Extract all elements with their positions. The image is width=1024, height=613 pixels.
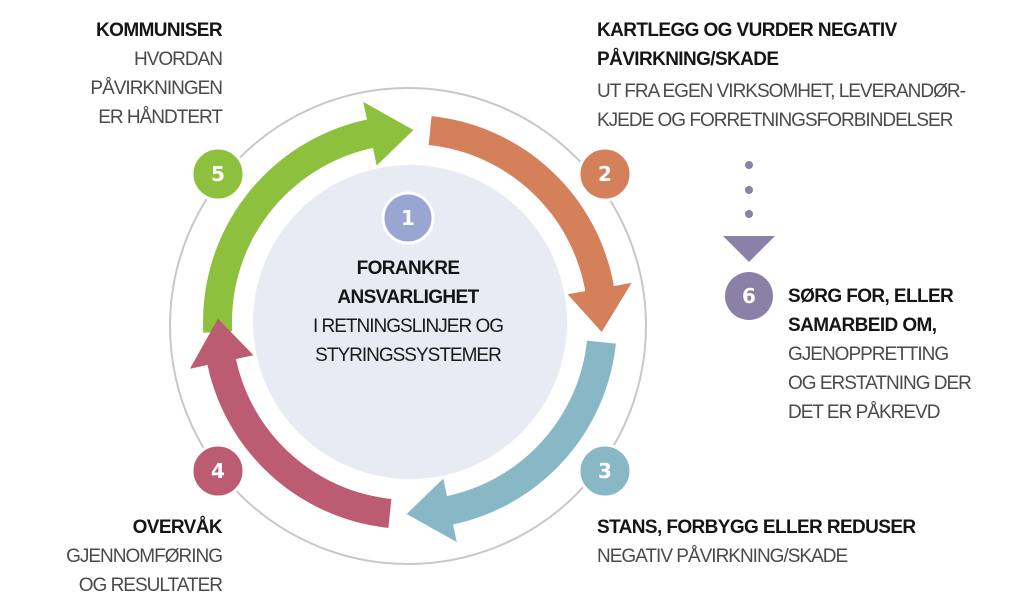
step-2-text: KJEDE OG FORRETNINGSFORBINDELSER bbox=[597, 110, 953, 131]
inner-circle bbox=[253, 165, 567, 479]
down-arrow-icon bbox=[723, 236, 775, 262]
badge-2-number: 2 bbox=[598, 162, 612, 186]
badge-4-number: 4 bbox=[211, 459, 225, 483]
step-5-title: KOMMUNISER bbox=[96, 20, 223, 41]
outer-ring bbox=[169, 87, 647, 565]
connector-dot bbox=[745, 161, 753, 169]
badge-3: 3 bbox=[577, 443, 633, 499]
step-1-label: FORANKRE ANSVARLIGHET I RETNINGSLINJER O… bbox=[258, 254, 558, 370]
step-5-text: HVORDAN bbox=[133, 49, 223, 70]
step-4-text: GJENNOMFØRING bbox=[66, 546, 223, 567]
step-3-label: STANS, FORBYGG ELLER REDUSER NEGATIV PÅV… bbox=[597, 513, 916, 571]
badge-5-number: 5 bbox=[211, 162, 225, 186]
step-6-label: SØRG FOR, ELLER SAMARBEID OM, GJENOPPRET… bbox=[788, 282, 972, 427]
step-3-title: STANS, FORBYGG ELLER REDUSER bbox=[597, 517, 916, 538]
step-1-text: I RETNINGSLINJER OG bbox=[312, 316, 504, 337]
step-5-label: KOMMUNISER HVORDAN PÅVIRKNINGEN ER HÅNDT… bbox=[22, 16, 223, 132]
arrow-step-4 bbox=[189, 318, 392, 528]
step-6-text: OG ERSTATNING DER bbox=[788, 373, 972, 394]
step-2-text: UT FRA EGEN VIRKSOMHET, LEVERANDØR- bbox=[597, 81, 966, 102]
badge-4: 4 bbox=[190, 443, 246, 499]
arrow-step-2 bbox=[428, 116, 632, 332]
step-2-label: KARTLEGG OG VURDER NEGATIV PÅVIRKNING/SK… bbox=[597, 16, 966, 135]
step-3-text: NEGATIV PÅVIRKNING/SKADE bbox=[597, 546, 848, 567]
step-5-text: ER HÅNDTERT bbox=[98, 107, 223, 128]
step-4-label: OVERVÅK GJENNOMFØRING OG RESULTATER bbox=[22, 513, 223, 600]
step-6-text: GJENOPPRETTING bbox=[788, 344, 949, 365]
arrow-step-3 bbox=[406, 340, 616, 543]
badge-6: 6 bbox=[725, 272, 773, 320]
step-2-title: PÅVIRKNING/SKADE bbox=[597, 49, 779, 70]
step-6-title: SØRG FOR, ELLER bbox=[788, 286, 954, 307]
step-4-title: OVERVÅK bbox=[132, 517, 223, 538]
step-2-title: KARTLEGG OG VURDER NEGATIV bbox=[597, 20, 897, 41]
step-1-text: STYRINGSSYSTEMER bbox=[315, 345, 502, 366]
dotted-connector bbox=[723, 161, 775, 262]
step-5-text: PÅVIRKNINGEN bbox=[90, 78, 223, 99]
step-6-text: DET ER PÅKREVD bbox=[788, 402, 940, 423]
badge-1-number: 1 bbox=[401, 206, 415, 230]
connector-dot bbox=[745, 210, 753, 218]
badge-1: 1 bbox=[381, 191, 435, 245]
step-1-title: FORANKRE bbox=[356, 258, 460, 279]
step-4-text: OG RESULTATER bbox=[78, 575, 223, 596]
badge-3-number: 3 bbox=[598, 459, 612, 483]
arrow-step-5 bbox=[203, 101, 414, 333]
badge-6-number: 6 bbox=[742, 284, 756, 308]
step-6-title: SAMARBEID OM, bbox=[788, 315, 937, 336]
badge-2: 2 bbox=[577, 146, 633, 202]
step-1-title: ANSVARLIGHET bbox=[337, 287, 479, 308]
connector-dot bbox=[745, 186, 753, 194]
badge-5: 5 bbox=[190, 146, 246, 202]
